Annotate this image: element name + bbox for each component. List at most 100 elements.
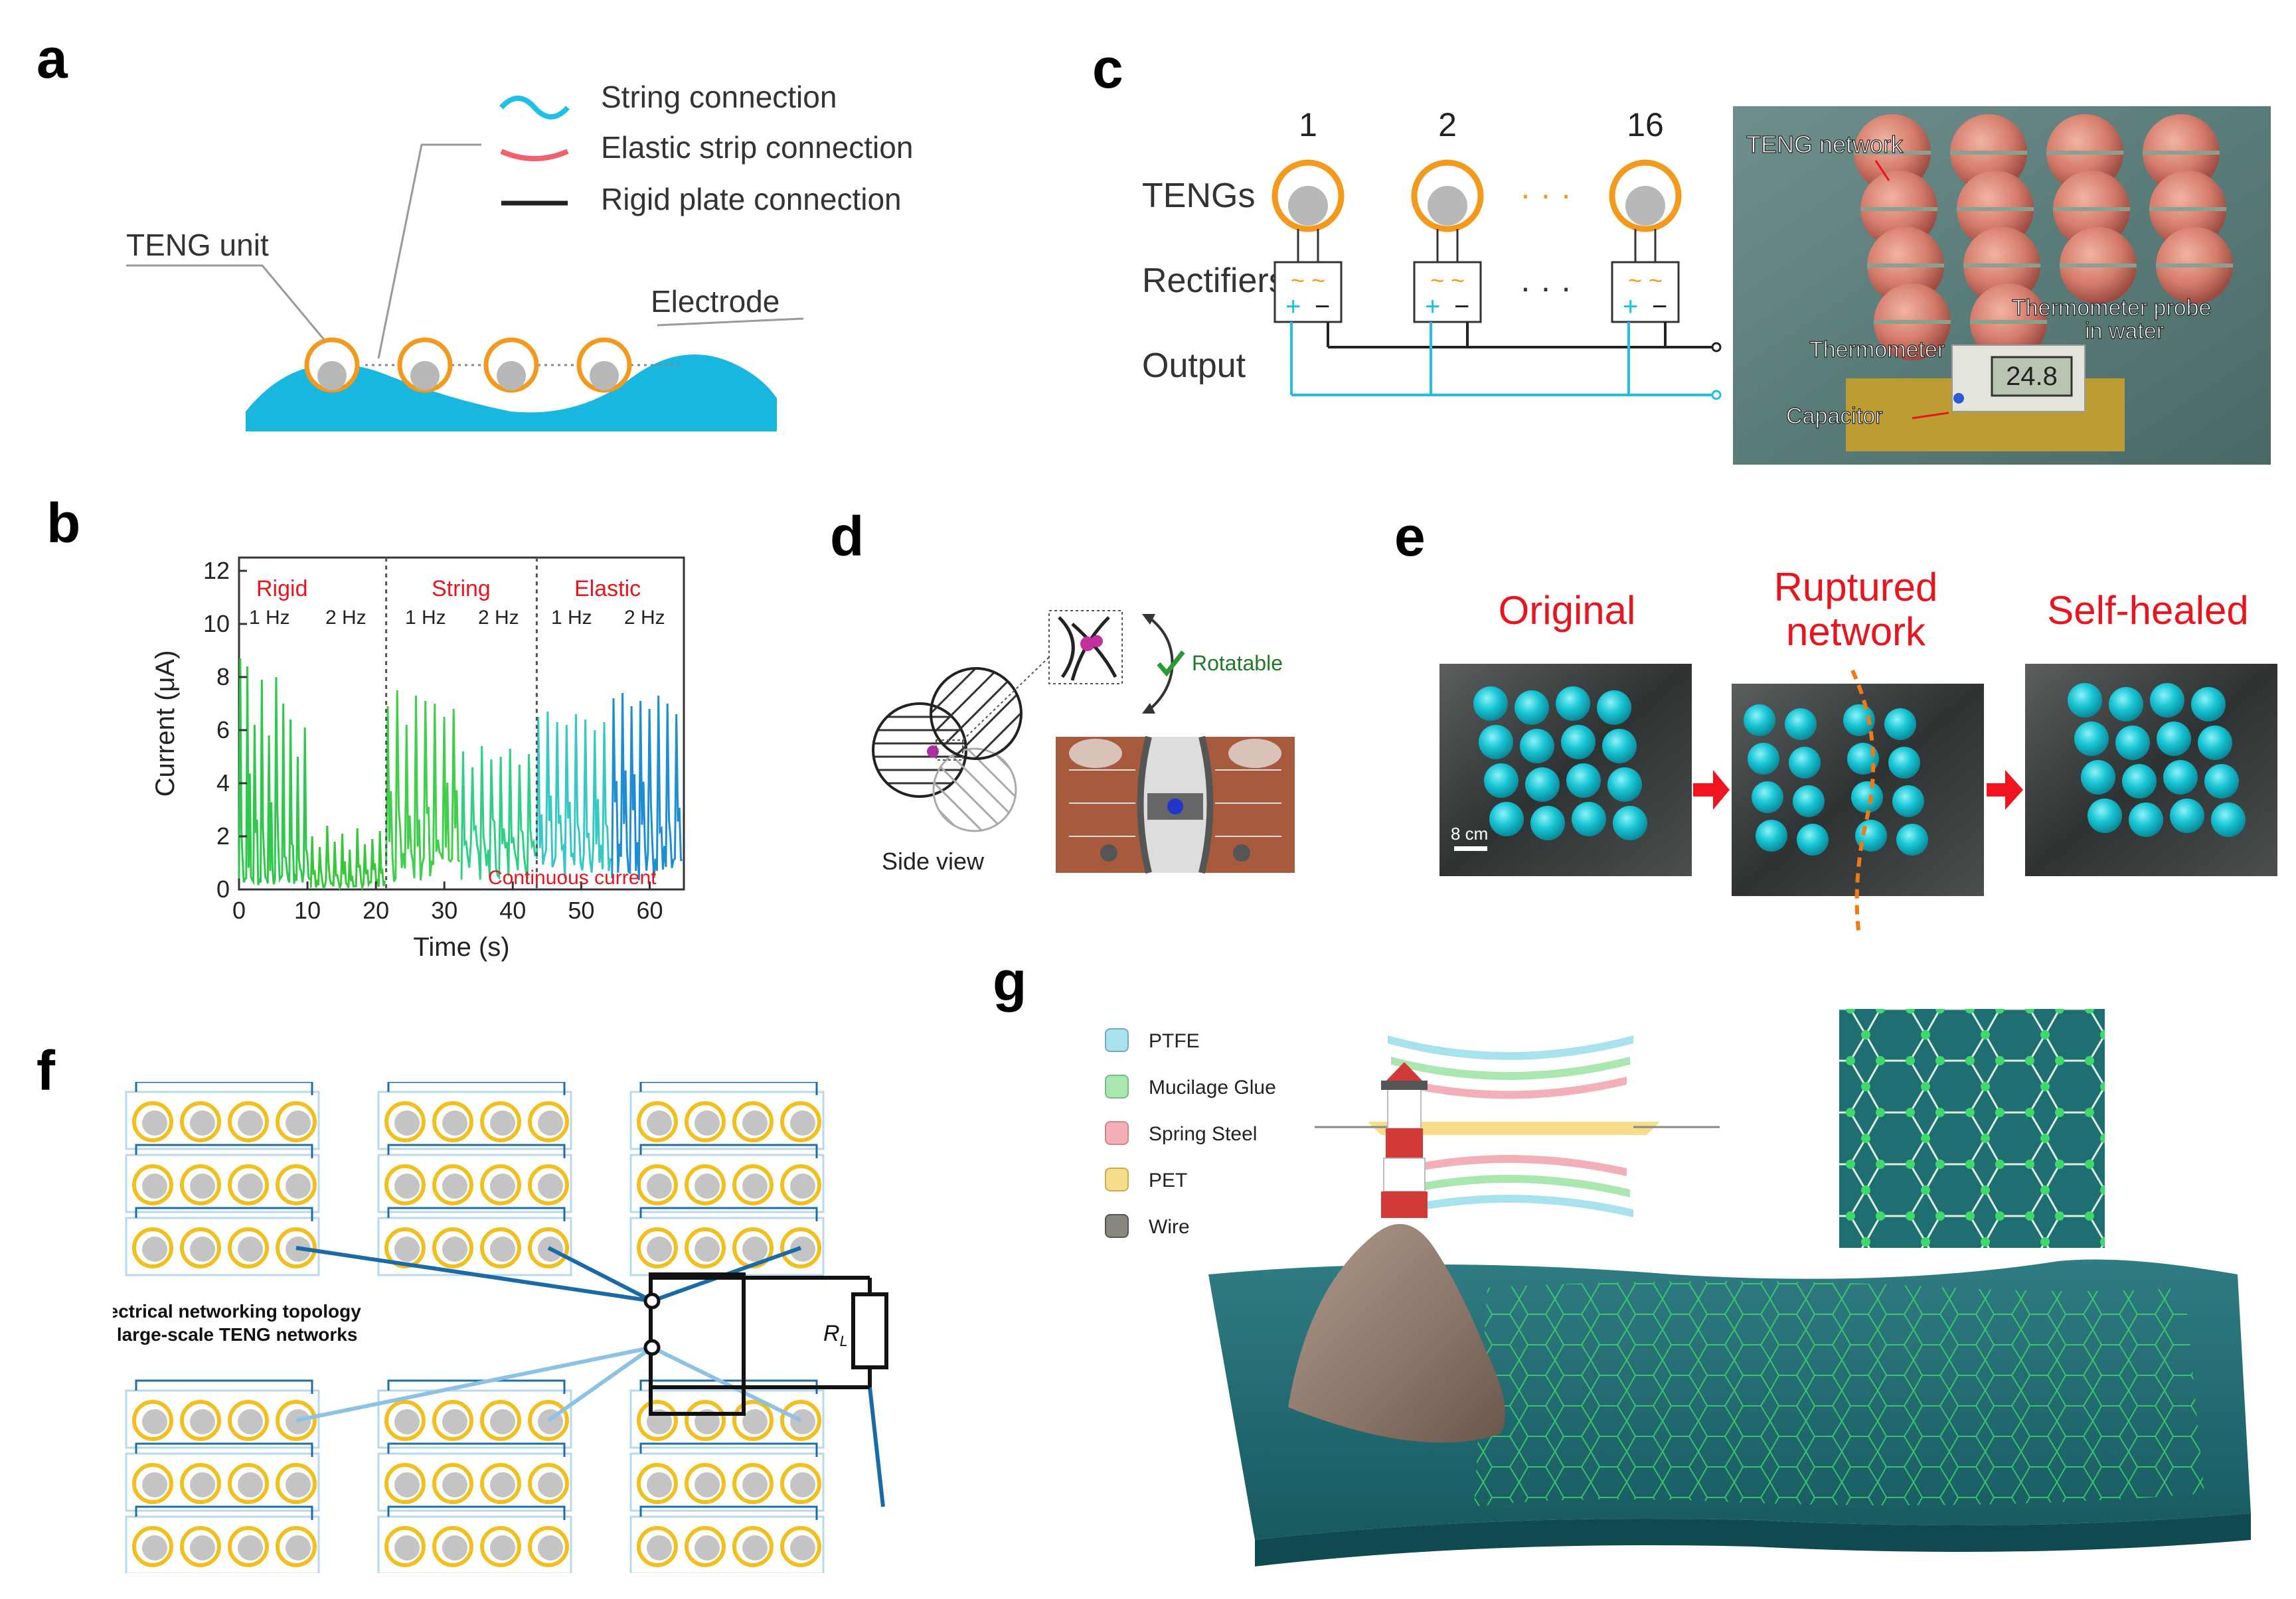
y-tick-label: 12 bbox=[203, 557, 230, 584]
teng-sphere bbox=[1892, 785, 1924, 817]
panel-label-d: d bbox=[830, 505, 864, 568]
teng-sphere bbox=[1851, 781, 1883, 813]
svg-text:~ ~: ~ ~ bbox=[1628, 267, 1663, 294]
terminal-negative bbox=[643, 1339, 661, 1356]
teng-sphere bbox=[1789, 747, 1821, 779]
teng-sphere bbox=[2211, 802, 2246, 837]
legend-rigid: Rigid plate connection bbox=[601, 182, 902, 216]
side-view-label: Side view bbox=[882, 848, 985, 875]
photo-label-capacitor: Capacitor bbox=[1786, 404, 1883, 429]
rotation-arrow-icon bbox=[1147, 616, 1174, 712]
water-wave bbox=[246, 354, 777, 431]
svg-text:−: − bbox=[1652, 292, 1667, 321]
teng-sphere bbox=[2163, 760, 2198, 795]
elastic-legend-icon bbox=[500, 149, 569, 161]
teng-sphere bbox=[2191, 687, 2226, 722]
y-tick-label: 0 bbox=[216, 876, 230, 903]
teng-circle-16 bbox=[1609, 159, 1682, 232]
y-tick-label: 4 bbox=[216, 769, 230, 797]
teng-sphere bbox=[1884, 708, 1916, 740]
teng-sphere bbox=[1572, 802, 1606, 836]
teng-network-photo: 24.8 TENG network Thermometer probe in w… bbox=[1733, 106, 2271, 465]
teng-sphere bbox=[1489, 802, 1524, 836]
electrode-label: Electrode bbox=[651, 284, 779, 319]
row-label-rectifiers: Rectifiers bbox=[1142, 262, 1286, 300]
teng-sphere bbox=[1752, 781, 1783, 813]
topology-caption-1: Electrical networking topology bbox=[113, 1301, 361, 1322]
teng-sphere bbox=[1473, 686, 1508, 721]
rotatable-label: Rotatable bbox=[1192, 651, 1283, 675]
x-tick-label: 40 bbox=[499, 897, 526, 924]
panel-label-b: b bbox=[46, 492, 81, 554]
thermometer-display: 24.8 bbox=[2006, 362, 2058, 391]
teng-unit-label: TENG unit bbox=[126, 228, 269, 262]
teng-sphere bbox=[2129, 802, 2163, 837]
load-resistor bbox=[851, 1292, 888, 1369]
side-view-circle-right bbox=[930, 667, 1023, 760]
hex-network-inset bbox=[1839, 1009, 2105, 1248]
rectifier-box-2: ~ ~ + − bbox=[1413, 261, 1482, 323]
caption-original: Original bbox=[1499, 588, 1636, 633]
group-rigid-f2: 2 Hz bbox=[325, 607, 367, 629]
teng-sphere bbox=[2068, 683, 2102, 718]
y-tick-label: 2 bbox=[216, 822, 230, 850]
teng-sphere bbox=[1607, 767, 1642, 802]
photo-label-probe-1: Thermometer probe bbox=[2012, 295, 2211, 321]
row-label-tengs: TENGs bbox=[1142, 177, 1255, 215]
teng-number-1: 1 bbox=[1299, 106, 1317, 143]
photo-label-probe-2: in water bbox=[2085, 319, 2164, 344]
teng-sphere bbox=[1843, 704, 1875, 736]
continuous-current-label: Continuous current bbox=[488, 867, 657, 889]
x-tick-label: 20 bbox=[363, 897, 389, 924]
y-tick-label: 10 bbox=[203, 610, 230, 637]
panel-label-a: a bbox=[37, 27, 68, 90]
panel-d-diagram: Rotatable Side view bbox=[872, 610, 1295, 875]
x-tick-label: 0 bbox=[232, 897, 246, 924]
svg-text:Wire: Wire bbox=[1149, 1216, 1190, 1238]
arrow-right-icon bbox=[1693, 770, 1730, 810]
teng-number-2: 2 bbox=[1438, 106, 1457, 143]
teng-unit-1 bbox=[304, 337, 360, 393]
x-tick-label: 50 bbox=[568, 897, 594, 924]
string-legend-icon bbox=[499, 96, 570, 119]
series-line bbox=[309, 825, 386, 891]
svg-text:~ ~: ~ ~ bbox=[1291, 267, 1325, 294]
panel-f-topology: RL Electrical networking topology of lar… bbox=[113, 1082, 888, 1573]
svg-text:Mucilage Glue: Mucilage Glue bbox=[1149, 1077, 1276, 1099]
checkmark-icon bbox=[1157, 650, 1185, 677]
teng-sphere bbox=[1748, 743, 1779, 775]
teng-sphere bbox=[2170, 799, 2204, 833]
terminal-positive bbox=[643, 1292, 661, 1310]
panel-c-circuit: 1 2 16 TENGs Rectifiers Output · · · · ·… bbox=[1142, 106, 1722, 400]
teng-sphere bbox=[2081, 760, 2115, 795]
teng-sphere bbox=[1896, 824, 1928, 856]
group-elastic-f1: 1 Hz bbox=[551, 607, 592, 629]
scale-bar bbox=[1454, 846, 1487, 851]
teng-sphere bbox=[2122, 764, 2157, 799]
svg-text:+: + bbox=[1623, 292, 1638, 321]
teng-sphere bbox=[1561, 725, 1596, 759]
x-tick-label: 10 bbox=[294, 897, 321, 924]
teng-network-sea bbox=[1474, 1281, 2204, 1507]
group-rigid-f1: 1 Hz bbox=[249, 607, 290, 629]
arrow-right-icon-2 bbox=[1987, 770, 2023, 810]
panel-a-diagram: String connection Elastic strip connecti… bbox=[126, 80, 913, 431]
teng-sphere bbox=[2157, 722, 2191, 756]
svg-text:PTFE: PTFE bbox=[1149, 1030, 1200, 1052]
panel-label-g: g bbox=[993, 950, 1027, 1012]
hinge-photo bbox=[1056, 735, 1295, 874]
rectifier-box-16: ~ ~ + − bbox=[1611, 261, 1680, 323]
series-line bbox=[460, 745, 536, 881]
teng-sphere bbox=[2115, 725, 2150, 760]
teng-sphere bbox=[2109, 687, 2143, 722]
lighthouse-icon bbox=[1381, 1062, 1428, 1218]
teng-sphere bbox=[1888, 747, 1920, 779]
group-string-f1: 1 Hz bbox=[405, 607, 446, 629]
group-elastic-f2: 2 Hz bbox=[624, 607, 665, 629]
teng-sphere bbox=[1785, 708, 1817, 740]
panel-g-illustration: PTFE Mucilage Glue Spring Steel PET Wire bbox=[1105, 1009, 2251, 1566]
svg-text:+: + bbox=[1285, 292, 1301, 321]
teng-sphere bbox=[1479, 725, 1513, 759]
panel-e: Original Ruptured network Self-healed 8 … bbox=[1428, 565, 2284, 943]
